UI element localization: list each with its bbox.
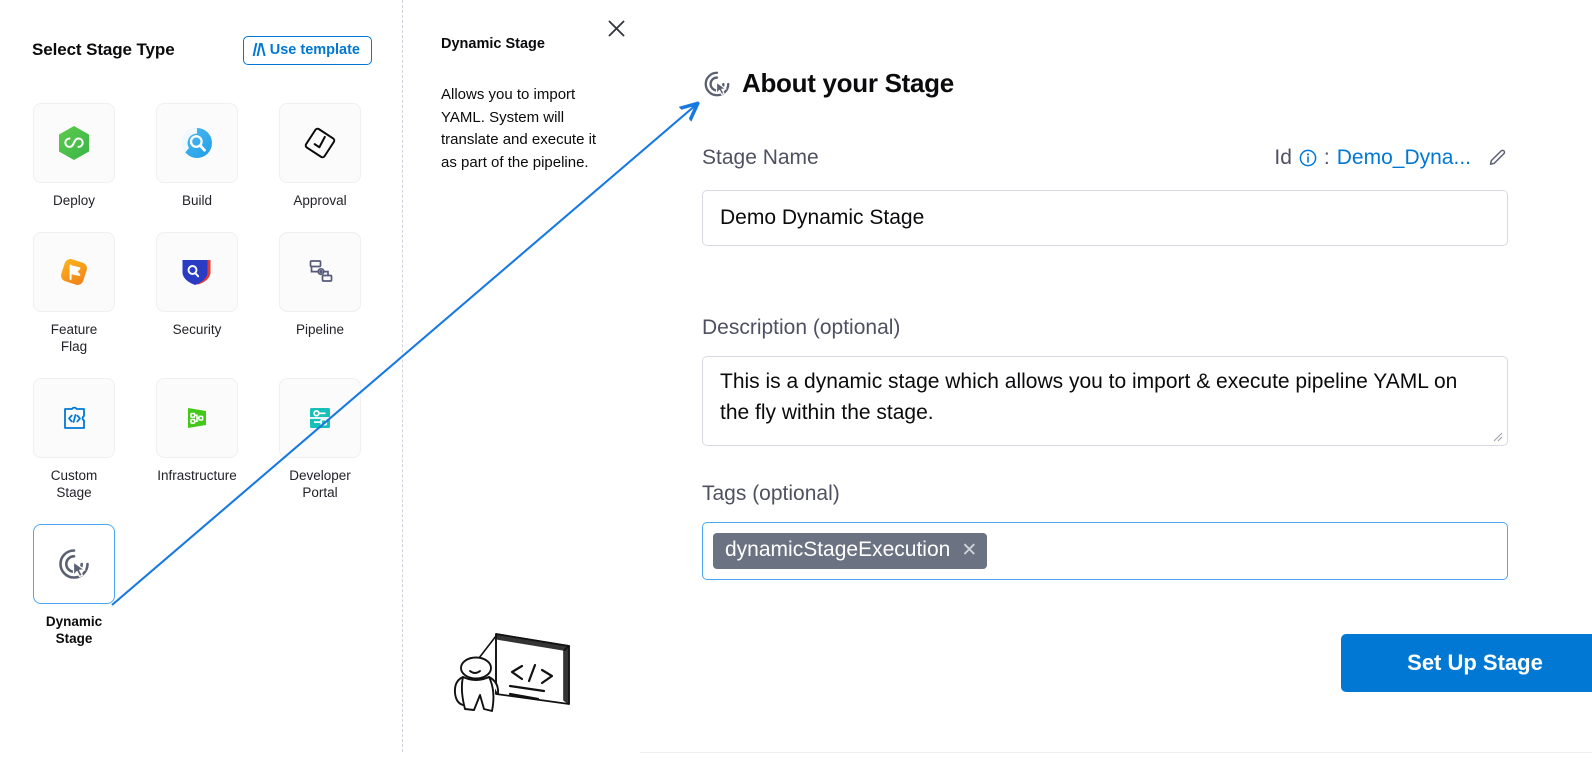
- stage-label-deploy: Deploy: [52, 193, 96, 208]
- dynamic-stage-cursor-icon: [704, 71, 730, 96]
- stage-label-infrastructure: Infrastructure: [157, 468, 237, 483]
- stage-id-label: Id: [1274, 146, 1292, 169]
- tag-chip[interactable]: dynamicStageExecution ✕: [713, 533, 988, 569]
- stage-card-pipeline[interactable]: [279, 232, 361, 312]
- stage-id-value[interactable]: Demo_Dyna...: [1336, 146, 1471, 169]
- stage-card-feature-flag[interactable]: [33, 232, 115, 312]
- use-template-button[interactable]: Use template: [243, 35, 372, 65]
- stage-id-separator: :: [1323, 146, 1330, 169]
- stage-name-label-row: Stage Name Id : Demo_Dyna...: [702, 146, 1508, 170]
- dynamic-stage-cursor-icon: [59, 549, 89, 579]
- stage-card-dynamic-stage[interactable]: [33, 524, 115, 604]
- about-heading-text: About your Stage: [742, 68, 954, 98]
- stage-option-infrastructure[interactable]: Infrastructure: [156, 378, 238, 501]
- feature-flag-icon: [61, 259, 87, 285]
- stage-card-security[interactable]: [156, 232, 238, 312]
- stage-card-custom-stage[interactable]: [33, 378, 115, 458]
- stage-id-group: Id : Demo_Dyna...: [1274, 146, 1508, 170]
- footer-divider: [640, 752, 1592, 753]
- deploy-hexagon-icon: [59, 126, 89, 160]
- stage-name-label: Stage Name: [702, 146, 819, 169]
- use-template-label: Use template: [269, 41, 360, 58]
- select-stage-type-panel: Select Stage Type Use template Deploy: [0, 0, 402, 775]
- stage-info-description: Allows you to import YAML. System will t…: [441, 86, 597, 171]
- stage-option-pipeline[interactable]: Pipeline: [279, 232, 361, 355]
- tags-input[interactable]: dynamicStageExecution ✕: [702, 522, 1508, 580]
- stage-name-input[interactable]: Demo Dynamic Stage: [702, 190, 1508, 246]
- about-your-stage-form: About your Stage Stage Name Id : Demo_Dy…: [640, 0, 1592, 775]
- page-title: Select Stage Type: [32, 40, 175, 59]
- description-textarea[interactable]: This is a dynamic stage which allows you…: [702, 356, 1508, 446]
- stage-card-infrastructure[interactable]: [156, 378, 238, 458]
- stage-card-deploy[interactable]: [33, 103, 115, 183]
- custom-stage-code-icon: [64, 406, 85, 429]
- description-label-row: Description (optional): [702, 316, 1508, 340]
- tag-chip-label: dynamicStageExecution: [725, 538, 951, 561]
- template-icon: [252, 43, 266, 56]
- pencil-edit-icon[interactable]: [1487, 148, 1508, 169]
- left-panel-header: Select Stage Type Use template: [32, 34, 372, 66]
- stage-card-developer-portal[interactable]: [279, 378, 361, 458]
- person-presenting-code-board-illustration: [450, 622, 580, 718]
- stage-type-grid: Deploy Build: [33, 103, 373, 647]
- stage-label-security: Security: [172, 322, 222, 337]
- pipeline-nodes-icon: [309, 260, 333, 282]
- close-icon[interactable]: [604, 16, 628, 40]
- description-label: Description (optional): [702, 316, 901, 339]
- stage-option-build[interactable]: Build: [156, 103, 238, 209]
- stage-card-build[interactable]: [156, 103, 238, 183]
- security-shields-icon: [182, 260, 211, 285]
- developer-portal-icon: [310, 408, 330, 428]
- build-magnifier-icon: [181, 127, 212, 158]
- stage-option-deploy[interactable]: Deploy: [33, 103, 115, 209]
- stage-label-approval: Approval: [293, 193, 347, 208]
- tags-label: Tags (optional): [702, 482, 840, 505]
- stage-info-title: Dynamic Stage: [441, 36, 545, 52]
- stage-option-security[interactable]: Security: [156, 232, 238, 355]
- approval-checkmark-icon: [304, 127, 336, 159]
- about-heading-group: About your Stage: [702, 68, 954, 99]
- info-circle-icon[interactable]: [1299, 149, 1317, 167]
- tag-remove-icon[interactable]: ✕: [961, 539, 978, 561]
- set-up-stage-button[interactable]: Set Up Stage: [1341, 634, 1592, 692]
- stage-option-approval[interactable]: Approval: [279, 103, 361, 209]
- resize-grip-icon[interactable]: [1492, 431, 1503, 442]
- stage-label-pipeline: Pipeline: [295, 322, 345, 337]
- tags-label-row: Tags (optional): [702, 482, 1508, 506]
- stage-card-approval[interactable]: [279, 103, 361, 183]
- stage-label-build: Build: [181, 193, 213, 208]
- infrastructure-icon: [188, 408, 206, 428]
